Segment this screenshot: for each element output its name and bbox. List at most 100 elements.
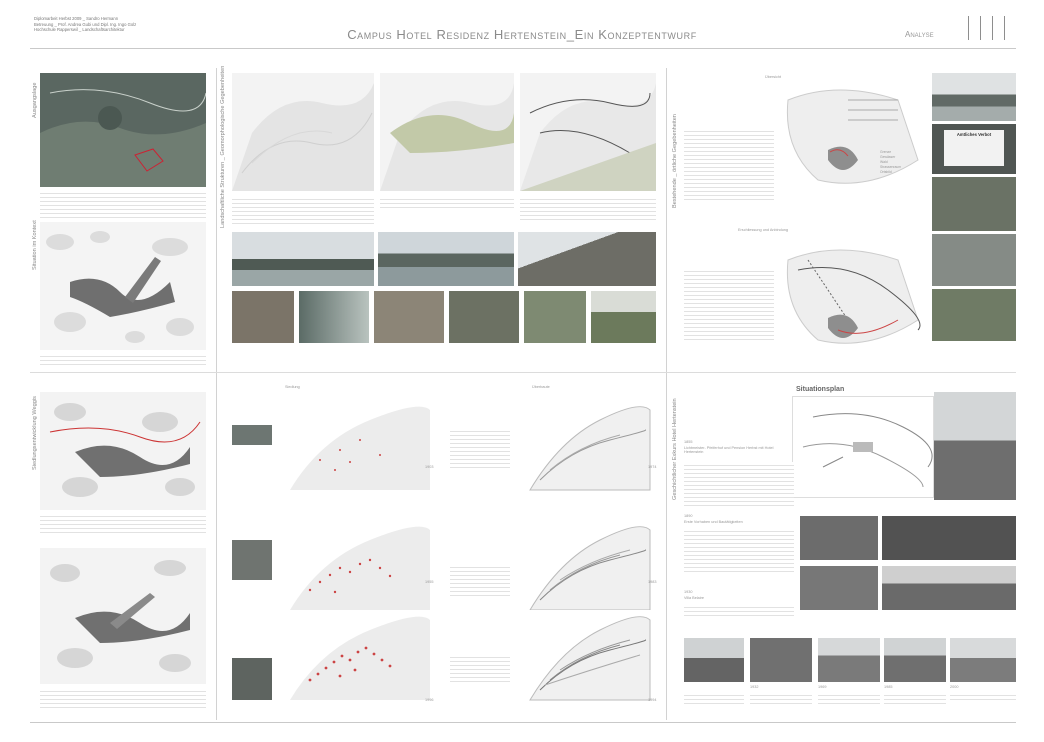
text-block-siedlung-2 xyxy=(40,688,206,708)
year-label-left: 1903 xyxy=(425,465,434,469)
history-photo-3 xyxy=(800,566,878,610)
rock-photo-1 xyxy=(232,291,294,343)
label-ausgangslage: Ausgangslage xyxy=(32,82,38,118)
year-label-right: 1983 xyxy=(648,580,657,584)
built-plot-1974 xyxy=(520,400,656,500)
settlement-plot-1996 xyxy=(280,610,436,710)
path-photo xyxy=(932,289,1016,341)
gate-photo xyxy=(932,177,1016,231)
settlement-plot-1903 xyxy=(280,400,436,500)
legend-item: Wald xyxy=(880,160,888,164)
strip-text-5 xyxy=(950,692,1016,702)
page-title: Campus Hotel Residenz Hertenstein_Ein Ko… xyxy=(347,27,697,42)
history-year: 1930 xyxy=(684,590,693,594)
history-title: Erste Vorhaben und Bautätigkeiten xyxy=(684,520,743,524)
logo-bars xyxy=(968,16,1016,40)
history-photo-4 xyxy=(882,566,1016,610)
year-label-right: 1994 xyxy=(648,698,657,702)
strip-text-1 xyxy=(684,692,744,706)
historic-photo-2 xyxy=(232,540,272,580)
situationsplan-title: Situationsplan xyxy=(796,386,845,393)
meadow-photo-2 xyxy=(591,291,656,343)
bestand-map xyxy=(778,80,924,192)
terrain-panel-3 xyxy=(520,73,656,191)
settlement-map-1 xyxy=(40,392,206,510)
column-divider xyxy=(666,68,667,720)
footer-rule xyxy=(30,722,1016,723)
legend-item: Grenze xyxy=(880,150,892,154)
label-situation: Situation im Kontext xyxy=(32,220,38,270)
lake-photo-2 xyxy=(378,232,514,286)
strip-text-4 xyxy=(884,692,946,706)
castle-photo xyxy=(934,392,1016,500)
situationsplan-drawing xyxy=(792,396,934,498)
mountain-photo xyxy=(518,232,656,286)
legend: Grenze Gewässer Wald Strassenraum Ortsbi… xyxy=(880,150,924,175)
strip-year: 1969 xyxy=(818,685,827,689)
label-siedlungsentwicklung: Siedlungsentwicklung Weggis xyxy=(32,396,38,470)
strip-text-3 xyxy=(818,692,880,706)
strip-photo-2 xyxy=(750,638,812,682)
tree-photo xyxy=(449,291,519,343)
text-block-1996 xyxy=(450,654,510,684)
text-block-kontext xyxy=(40,353,206,367)
signpost-photo xyxy=(932,234,1016,286)
caption-bestand: Übersicht xyxy=(765,75,782,79)
historic-photo-1 xyxy=(232,425,272,445)
settlement-map-2 xyxy=(40,548,206,684)
lake-view-photo xyxy=(932,73,1016,121)
header-meta: Diplomarbeit Herbst 2009 _ Sandro Herman… xyxy=(34,16,137,33)
sign-text: Amtliches Verbot xyxy=(956,132,992,137)
text-block-erschliessung xyxy=(684,268,774,340)
aerial-photo xyxy=(40,73,206,187)
label-landschaftliche-strukturen: Landschaftliche Strukturen _ Geomorpholo… xyxy=(220,65,226,228)
sign-photo: Amtliches Verbot xyxy=(932,124,1016,174)
text-block-terrain-2 xyxy=(380,196,514,208)
text-block-bestand xyxy=(684,128,774,200)
text-block-history-2 xyxy=(684,528,794,572)
meadow-photo-1 xyxy=(524,291,586,343)
text-block-1955 xyxy=(450,564,510,596)
legend-item: Strassenraum xyxy=(880,165,902,169)
strip-photo-3 xyxy=(818,638,880,682)
legend-item: Gewässer xyxy=(880,155,896,159)
text-block-terrain-3 xyxy=(520,196,656,220)
caption-uberbau: Überbaute xyxy=(532,385,550,389)
year-label-left: 1955 xyxy=(425,580,434,584)
column-divider xyxy=(216,68,217,720)
built-plot-1983 xyxy=(520,520,656,620)
history-year: 1890 xyxy=(684,514,693,518)
label-bestehende-gegebenheiten: Bestehende _ örtliche Gegebenheiten xyxy=(672,114,678,208)
text-block-siedlung-1 xyxy=(40,513,206,533)
history-photo-2 xyxy=(882,516,1016,560)
strip-photo-5 xyxy=(950,638,1016,682)
history-photo-1 xyxy=(800,516,878,560)
year-label-right: 1974 xyxy=(648,465,657,469)
row-divider xyxy=(30,372,1016,373)
strip-text-2 xyxy=(750,692,812,706)
strip-photo-4 xyxy=(884,638,946,682)
historic-photo-3 xyxy=(232,658,272,700)
caption-siedlung: Siedlung xyxy=(285,385,300,389)
text-block-history-1 xyxy=(684,462,794,506)
terrain-panel-1 xyxy=(232,73,374,191)
lake-photo-1 xyxy=(232,232,374,286)
legend-item: Ortsbild xyxy=(880,170,892,174)
strip-year: 1932 xyxy=(750,685,759,689)
strip-photo-1 xyxy=(684,638,744,682)
settlement-plot-1955 xyxy=(280,520,436,620)
rock-photo-2 xyxy=(299,291,369,343)
label-geschichtlicher-exkurs: Geschichtlicher Exkurs Hotel Hertenstein xyxy=(672,398,678,500)
built-plot-1994 xyxy=(520,610,656,710)
history-year: 1855 xyxy=(684,440,693,444)
terrain-panel-2 xyxy=(380,73,514,191)
erschliessung-map xyxy=(778,240,928,352)
strip-year: 2000 xyxy=(950,685,959,689)
caption-erschliessung: Erschliessung und Anbindung xyxy=(738,228,789,232)
year-label-left: 1996 xyxy=(425,698,434,702)
section-tag: Analyse xyxy=(905,30,934,39)
history-title: Villa Belaire xyxy=(684,596,704,600)
strip-year: 1985 xyxy=(884,685,893,689)
text-block-history-3 xyxy=(684,604,794,618)
context-map xyxy=(40,222,206,350)
